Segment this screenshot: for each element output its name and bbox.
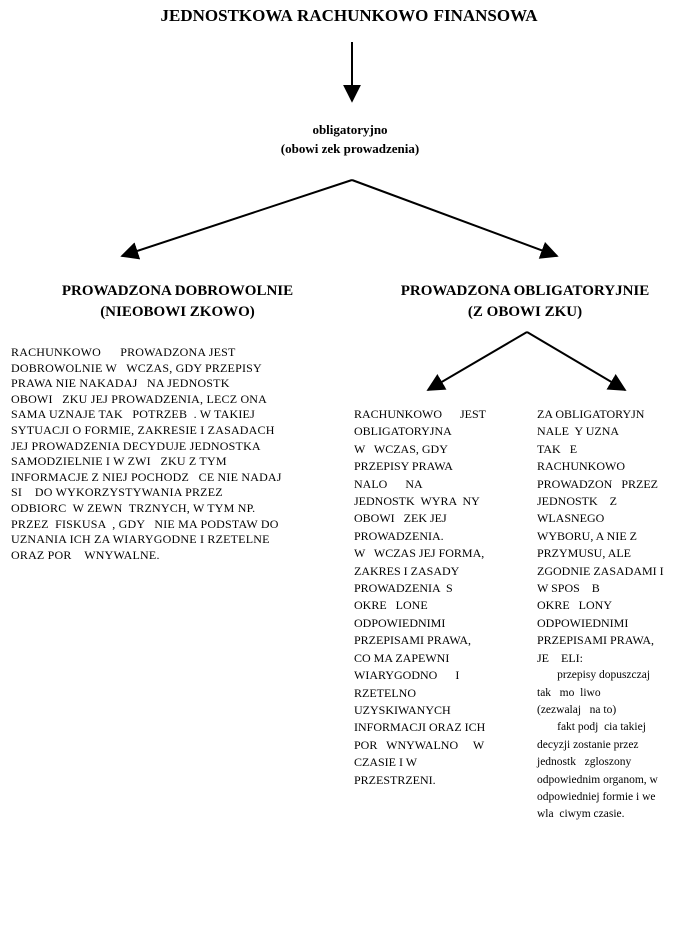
text-line: ZAKRES I ZASADY [354,563,460,578]
text-line: PRZEZ FISKUSA , GDY NIE MA PODSTAW DO [11,516,279,531]
arrow-to-obligatory [351,179,559,259]
text-line: W WCZAS JEJ FORMA, [354,546,485,561]
text-line: PRZEPISY PRAWA [354,459,453,474]
text-line: ORAZ POR WNYWALNE. [11,547,160,562]
obligatory-heading-line1: PROWADZONA OBLIGATORYJNIE [400,283,650,299]
text-line: PROWADZENIA. [354,528,444,543]
text-line: UZYSKIWANYCH [354,702,451,717]
text-line: CZASIE I W [354,755,418,770]
text-line: INFORMACJE Z NIEJ POCHODZ CE NIE NADAJ [11,469,282,484]
text-line: PROWADZENIA S [354,581,453,596]
voluntary-heading: PROWADZONA DOBROWOLNIE (NIEOBOWI ZKOWO) [20,281,335,323]
text-line: OBOWI ZKU JEJ PROWADZENIA, LECZ ONA [11,391,268,406]
arrow-to-col-b [526,331,627,391]
text-line: DOBROWOLNIE W WCZAS, GDY PRZEPISY [11,360,262,375]
text-line: PRZESTRZENI. [354,772,436,787]
text-line: SAMA UZNAJE TAK POTRZEB . W TAKIEJ [11,407,255,422]
text-line: JEDNOSTK WYRA NY [354,494,480,509]
text-line: RZETELNO [354,685,416,700]
condition-line: decyzji zostanie przez [537,738,639,751]
text-line: JEDNOSTK Z [537,494,617,509]
text-line: WIARYGODNO I [354,668,460,683]
text-line: W SPOS B [537,581,600,596]
text-line: TAK E [537,441,578,456]
text-line: ODPOWIEDNIMI [537,615,629,630]
obligatory-heading: PROWADZONA OBLIGATORYJNIE (Z OBOWI ZKU) [360,281,690,323]
text-line: ZGODNIE ZASADAMI I [537,563,664,578]
text-line: WLASNEGO [537,511,605,526]
obligatory-by-choice-description: ZA OBLIGATORYJN NALE Y UZNA TAK E RACHUN… [537,406,692,824]
text-line: PROWADZON PRZEZ [537,476,659,491]
condition-line: wla ciwym czasie. [537,808,625,821]
text-line: WYBORU, A NIE Z [537,528,637,543]
text-line: RACHUNKOWO [537,459,625,474]
text-line: JEJ PROWADZENIA DECYDUJE JEDNOSTKA [11,438,261,453]
text-line: NALE Y UZNA [537,424,620,439]
arrow-to-voluntary [120,179,353,260]
voluntary-heading-line2: (NIEOBOWI ZKOWO) [100,304,255,320]
text-line: OBOWI ZEK JEJ [354,511,447,526]
condition-line: odpowiednim organom, w [537,773,658,786]
obligatory-by-law-description: RACHUNKOWO JEST OBLIGATORYJNA W WCZAS, G… [354,406,519,789]
text-line: PRZEPISAMI PRAWA, [354,633,472,648]
obligation-label: obligatoryjno [312,122,388,137]
text-line: PRZEPISAMI PRAWA, [537,633,655,648]
text-line: RACHUNKOWO JEST [354,407,486,421]
text-line: POR WNYWALNO W [354,737,485,752]
text-line: ODBIORC W ZEWN TRZNYCH, W TYM NP. [11,500,256,515]
text-line: UZNANIA ICH ZA WIARYGODNE I RZETELNE [11,532,270,547]
text-line: SAMODZIELNIE I W ZWI ZKU Z TYM [11,454,227,469]
condition-line: tak mo liwo [537,686,601,699]
voluntary-description: RACHUNKOWO PROWADZONA JEST DOBROWOLNIE W… [11,345,331,563]
text-line: ODPOWIEDNIMI [354,615,446,630]
text-line: CO MA ZAPEWNI [354,650,450,665]
voluntary-heading-line1: PROWADZONA DOBROWOLNIE [61,283,294,299]
condition-line: (zezwalaj na to) [537,703,617,716]
text-line: ZA OBLIGATORYJN [537,407,645,421]
text-line: PRAWA NIE NAKADAJ NA JEDNOSTK [11,376,230,391]
text-line: OKRE LONY [537,598,612,613]
condition-line: fakt podj cia takiej [537,721,646,734]
text-line: INFORMACJI ORAZ ICH [354,720,486,735]
text-line: OBLIGATORYJNA [354,424,452,439]
condition-line: jednostk zgloszony [537,756,632,769]
text-line: PRZYMUSU, ALE [537,546,632,561]
obligation-node: obligatoryjno (obowi zek prowadzenia) [200,120,500,158]
text-line: OKRE LONE [354,598,428,613]
condition-line: przepisy dopuszczaj [537,669,651,682]
obligatory-heading-line2: (Z OBOWI ZKU) [467,304,583,320]
arrow-to-col-a [426,331,528,391]
text-line: W WCZAS, GDY [354,441,448,456]
text-line: SYTUACJI O FORMIE, ZAKRESIE I ZASADACH [11,422,275,437]
text-line: NALO NA [354,476,423,491]
text-line: JE ELI: [537,650,583,665]
obligation-sublabel: (obowi zek prowadzenia) [280,141,420,156]
text-line: SI DO WYKORZYSTYWANIA PRZEZ [11,485,223,500]
text-line: RACHUNKOWO PROWADZONA JEST [11,345,236,359]
condition-line: odpowiedniej formie i we [537,790,656,803]
diagram-title: JEDNOSTKOWA RACHUNKOWO FINANSOWA [160,6,538,25]
